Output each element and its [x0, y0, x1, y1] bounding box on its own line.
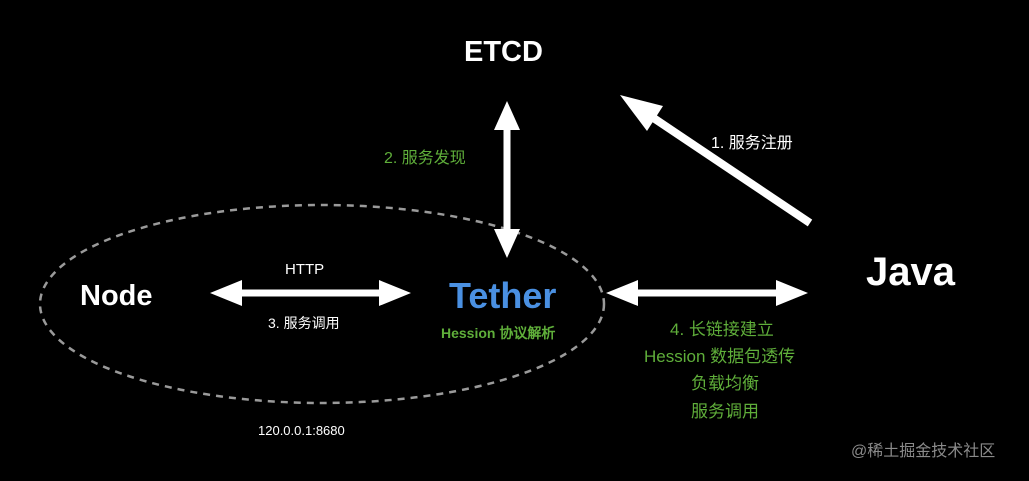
- address-label: 120.0.0.1:8680: [258, 423, 345, 438]
- http-label: HTTP: [285, 261, 325, 278]
- java-link-line-4: 服务调用: [691, 402, 759, 421]
- long-link-arrow: [606, 280, 808, 306]
- java-link-line-1: 4. 长链接建立: [670, 320, 774, 339]
- java-link-line-3: 负载均衡: [691, 374, 759, 393]
- tether-protocol-label: Hession 协议解析: [441, 325, 556, 341]
- discover-label: 2. 服务发现: [384, 150, 466, 167]
- tether-node-label: Tether: [449, 275, 557, 316]
- node-node-label: Node: [80, 280, 153, 312]
- java-node-label: Java: [866, 250, 955, 294]
- java-link-line-2: Hession 数据包透传: [644, 347, 796, 366]
- watermark: @稀土掘金技术社区: [851, 443, 996, 460]
- etcd-node-label: ETCD: [464, 36, 543, 68]
- register-arrow: [620, 95, 813, 227]
- local-host-boundary: [38, 203, 606, 405]
- discover-arrow: [494, 101, 520, 258]
- register-label: 1. 服务注册: [711, 135, 793, 152]
- http-arrow: [210, 280, 411, 306]
- call-label: 3. 服务调用: [268, 315, 340, 331]
